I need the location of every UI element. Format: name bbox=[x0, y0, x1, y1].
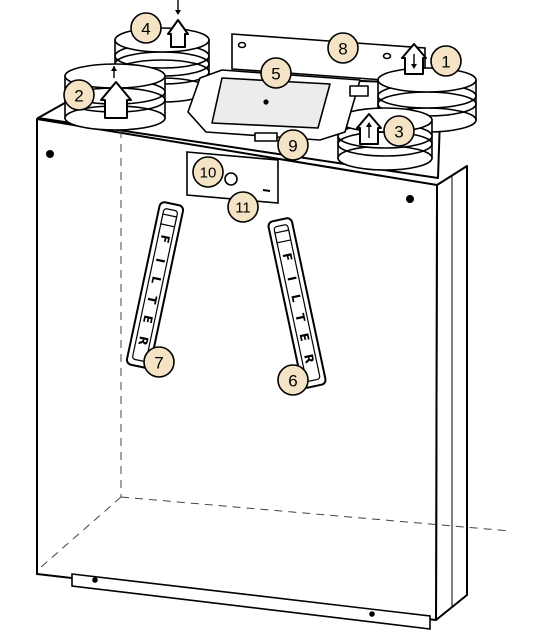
callout-7: 7 bbox=[143, 346, 175, 378]
callout-11-label: 11 bbox=[235, 200, 251, 217]
hidden-edge-back bbox=[120, 496, 511, 532]
duct-3-base bbox=[337, 145, 433, 171]
callout-3: 3 bbox=[383, 115, 415, 147]
control-indicator bbox=[262, 189, 271, 192]
top-cover-screw bbox=[263, 99, 269, 105]
callouts: 1 2 3 4 5 6 7 8 bbox=[63, 12, 462, 396]
filter-handle-right-inner bbox=[273, 224, 321, 382]
base-screw-right bbox=[369, 611, 375, 617]
filter-handle-right-grip bbox=[274, 229, 292, 244]
front-screw-left bbox=[46, 150, 54, 158]
filter-left-letter: L bbox=[148, 275, 163, 286]
housing-front-panel bbox=[36, 118, 438, 621]
callout-10: 10 bbox=[192, 156, 224, 188]
callout-9-label: 9 bbox=[288, 137, 297, 156]
top-cover-lid bbox=[211, 77, 331, 129]
callout-1: 1 bbox=[430, 45, 462, 77]
filter-left-letter: E bbox=[140, 314, 155, 325]
filter-right-letter: I bbox=[284, 275, 299, 282]
filter-right-letter: F bbox=[280, 252, 295, 263]
bracket-hole-left bbox=[237, 41, 247, 49]
condensate-clip-9 bbox=[254, 132, 278, 142]
filter-right-letter: R bbox=[301, 353, 317, 365]
callout-8-label: 8 bbox=[338, 40, 347, 59]
control-knob bbox=[224, 172, 238, 186]
callout-10-label: 10 bbox=[200, 165, 217, 182]
callout-2: 2 bbox=[63, 79, 95, 111]
base-rail-bar bbox=[71, 573, 431, 630]
base-rail bbox=[71, 573, 431, 630]
airflow-arrow-up-icon bbox=[100, 81, 132, 119]
filter-handle-right: F I L T E R bbox=[267, 217, 327, 389]
base-screw-left bbox=[92, 577, 98, 583]
filter-left-letter: I bbox=[153, 257, 168, 264]
duct-1-top bbox=[377, 67, 477, 93]
callout-3-label: 3 bbox=[394, 123, 403, 142]
top-cover-latch bbox=[349, 85, 369, 97]
callout-4-label: 4 bbox=[141, 20, 150, 39]
callout-1-label: 1 bbox=[441, 53, 450, 72]
filter-right-letter: L bbox=[288, 293, 303, 304]
airflow-arrows bbox=[100, 0, 427, 145]
filter-left-letter: F bbox=[157, 234, 172, 245]
callout-6-label: 6 bbox=[288, 372, 297, 391]
callout-6: 6 bbox=[277, 364, 309, 396]
airflow-arrow-up-icon bbox=[167, 19, 189, 48]
filter-left-letter: T bbox=[144, 294, 160, 306]
arrow-inner-down-head bbox=[411, 64, 417, 69]
filter-left-letter: R bbox=[135, 335, 151, 347]
callout-8: 8 bbox=[327, 32, 359, 64]
callout-9: 9 bbox=[277, 129, 309, 161]
arrow-up-head bbox=[111, 66, 117, 71]
callout-2-label: 2 bbox=[74, 87, 83, 106]
callout-7-label: 7 bbox=[154, 354, 163, 373]
filter-handle-left-inner bbox=[132, 208, 178, 362]
front-screw-right bbox=[406, 195, 414, 203]
filter-right-letter: E bbox=[297, 332, 312, 343]
duct-4-top bbox=[114, 27, 210, 53]
arrow-down-head bbox=[175, 10, 181, 15]
bracket-hole-right bbox=[382, 52, 392, 60]
callout-4: 4 bbox=[130, 12, 162, 44]
arrow-inner-up-head bbox=[366, 122, 372, 127]
filter-handle-left: F I L T E R bbox=[125, 201, 185, 369]
filter-right-letter: T bbox=[292, 312, 308, 324]
hidden-edge-diagonal bbox=[39, 496, 122, 569]
hidden-edges bbox=[39, 130, 511, 569]
callout-11: 11 bbox=[227, 191, 259, 223]
callout-5-label: 5 bbox=[271, 65, 280, 84]
callout-5: 5 bbox=[260, 57, 292, 89]
duct-connector-3 bbox=[337, 107, 433, 171]
top-cover bbox=[187, 69, 369, 142]
filter-handle-left-grip bbox=[160, 213, 178, 228]
